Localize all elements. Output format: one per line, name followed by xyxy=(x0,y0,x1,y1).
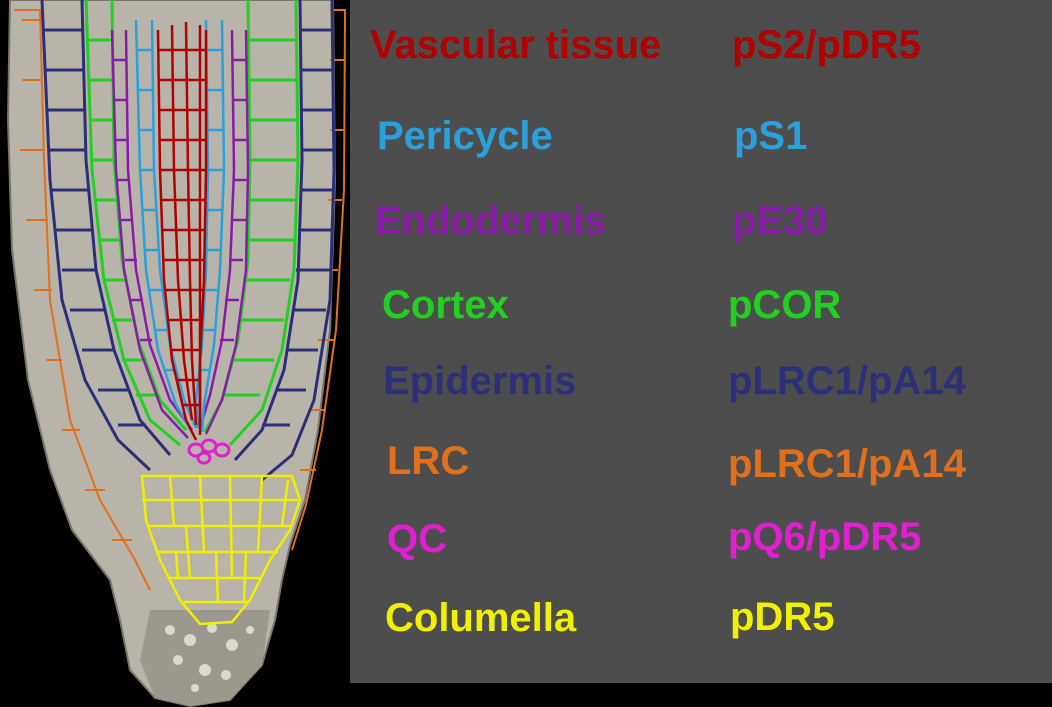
legend-tissue-endodermis: Endodermis xyxy=(375,199,607,243)
legend-promoter-qc: pQ6/pDR5 xyxy=(728,515,922,559)
legend-promoter-columella: pDR5 xyxy=(730,595,835,639)
legend-promoter-vascular-tissue: pS2/pDR5 xyxy=(732,23,921,67)
legend-promoter-epidermis: pLRC1/pA14 xyxy=(728,359,966,403)
tip-texture xyxy=(165,623,254,692)
endodermis-cells xyxy=(110,29,250,439)
legend-tissue-qc: QC xyxy=(387,517,447,561)
legend-promoter-endodermis: pE30 xyxy=(732,199,828,243)
legend-tissue-lrc: LRC xyxy=(387,439,470,483)
vascular-tissue-cells xyxy=(156,21,208,441)
root-tip-micrograph xyxy=(6,0,347,707)
legend-promoter-cortex: pCOR xyxy=(728,283,842,327)
legend-tissue-vascular-tissue: Vascular tissue xyxy=(370,23,662,67)
legend-tissue-epidermis: Epidermis xyxy=(383,359,577,403)
legend-promoter-pericycle: pS1 xyxy=(734,114,808,158)
legend-promoter-lrc: pLRC1/pA14 xyxy=(728,442,966,486)
columella-cells xyxy=(140,474,302,626)
legend-tissue-columella: Columella xyxy=(385,596,577,640)
legend-tissue-pericycle: Pericycle xyxy=(377,114,553,158)
pericycle-cells xyxy=(134,19,226,433)
legend-panel: Vascular tissue pS2/pDR5 Pericycle pS1 E… xyxy=(350,0,1052,683)
epidermis-cells xyxy=(40,0,336,482)
legend-tissue-cortex: Cortex xyxy=(382,283,509,327)
qc-cells xyxy=(187,438,231,465)
